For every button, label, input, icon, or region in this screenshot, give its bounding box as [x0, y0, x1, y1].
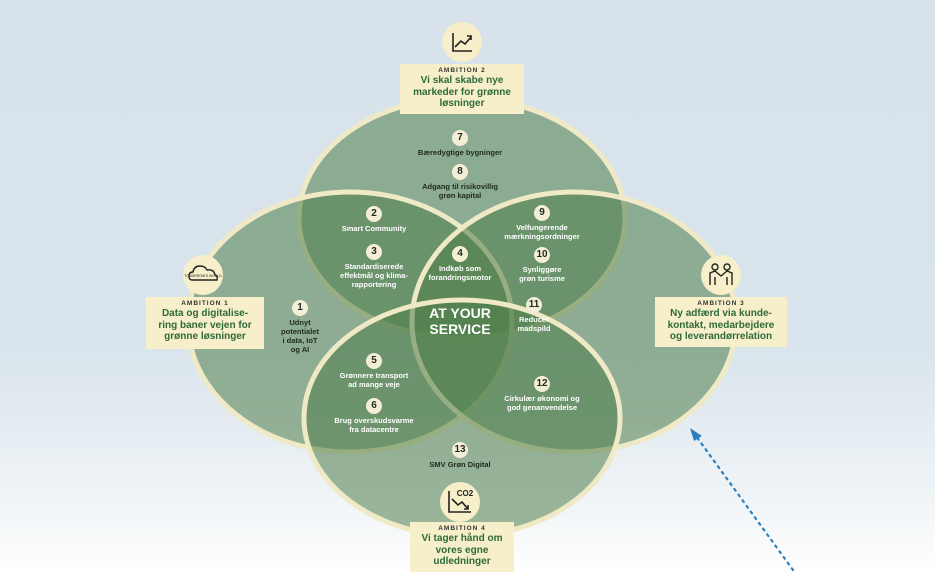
- ambition-2-kicker: AMBITION 2: [438, 67, 486, 74]
- ambition-1-kicker: AMBITION 1: [181, 300, 229, 307]
- pointer-arrow: [694, 434, 795, 572]
- chart-up-icon: [442, 22, 482, 62]
- ambition-1-label: AMBITION 1 Data og digitalise-ring baner…: [146, 297, 264, 349]
- initiative-7-label: Bæredygtige bygninger: [417, 148, 503, 157]
- initiative-6-number: 6: [366, 398, 382, 414]
- initiative-9-number: 9: [534, 205, 550, 221]
- ambition-3-title: Ny adfærd via kunde-kontakt, medarbejder…: [667, 308, 775, 342]
- ambition-3-kicker: AMBITION 3: [697, 300, 745, 307]
- initiative-2-number: 2: [366, 206, 382, 222]
- svg-text:TOMORROW'S WORLD: TOMORROW'S WORLD: [184, 274, 222, 278]
- ambition-3-label: AMBITION 3 Ny adfærd via kunde-kontakt, …: [655, 297, 787, 347]
- initiative-7-number: 7: [452, 130, 468, 146]
- ambition-4-kicker: AMBITION 4: [438, 525, 486, 532]
- pointer-arrowhead: [690, 428, 702, 441]
- initiative-8-number: 8: [452, 164, 468, 180]
- initiative-11-number: 11: [526, 297, 542, 313]
- co2-down-icon: CO2: [440, 482, 480, 522]
- initiative-1-number: 1: [292, 300, 308, 316]
- svg-text:CO2: CO2: [457, 489, 474, 498]
- cloud-icon: TOMORROW'S WORLD: [183, 255, 223, 295]
- initiative-3-number: 3: [366, 244, 382, 260]
- initiative-12-number: 12: [534, 376, 550, 392]
- initiative-2-label: Smart Community: [341, 224, 407, 233]
- initiative-13-label: SMV Grøn Digital: [429, 460, 491, 469]
- initiative-10-number: 10: [534, 247, 550, 263]
- people-icon: [701, 255, 741, 295]
- initiative-13-number: 13: [452, 442, 468, 458]
- initiative-4-number: 4: [452, 246, 468, 262]
- initiative-5-number: 5: [366, 353, 382, 369]
